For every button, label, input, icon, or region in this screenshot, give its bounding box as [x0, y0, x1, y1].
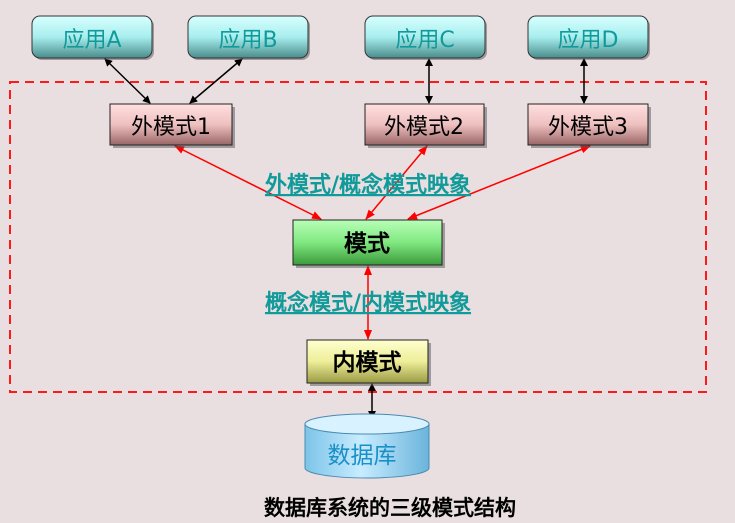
external-schema-box: 外模式2: [364, 103, 487, 148]
diagram-caption: 数据库系统的三级模式结构: [264, 496, 516, 520]
external-schema-box: 外模式1: [109, 103, 235, 148]
arrow-appA-ext1: [104, 58, 151, 104]
external-schema-label: 外模式3: [548, 115, 628, 140]
app-connectors: [104, 58, 588, 419]
external-schema-box: 外模式3: [527, 103, 651, 148]
database-label: 数据库: [328, 443, 397, 469]
external-schema-label: 外模式1: [131, 115, 211, 140]
external-schema-label: 外模式2: [384, 115, 464, 140]
dbms-boundary: [9, 81, 707, 393]
internal-schema-box: 内模式: [306, 339, 431, 386]
application-box: 应用D: [527, 15, 650, 60]
arrow-ext1-schema: [174, 145, 322, 220]
application-box: 应用B: [187, 15, 310, 60]
application-label: 应用C: [395, 28, 454, 53]
application-label: 应用A: [62, 28, 121, 53]
arrow-appB-ext1: [189, 58, 243, 104]
conceptual-schema-label: 模式: [344, 231, 390, 257]
conceptual-schema-box: 模式: [292, 219, 445, 268]
external-conceptual-mapping-label: 外模式/概念模式映象: [265, 172, 471, 198]
application-label: 应用B: [218, 28, 277, 53]
application-box: 应用A: [31, 15, 154, 60]
application-label: 应用D: [558, 28, 619, 53]
application-box: 应用C: [364, 15, 487, 60]
mapping-arrows: [174, 145, 591, 340]
database-cylinder-icon: 数据库: [304, 413, 430, 479]
internal-schema-label: 内模式: [333, 350, 402, 376]
arrow-ext3-schema: [407, 145, 591, 220]
conceptual-internal-mapping-label: 概念模式/内模式映象: [265, 290, 471, 316]
